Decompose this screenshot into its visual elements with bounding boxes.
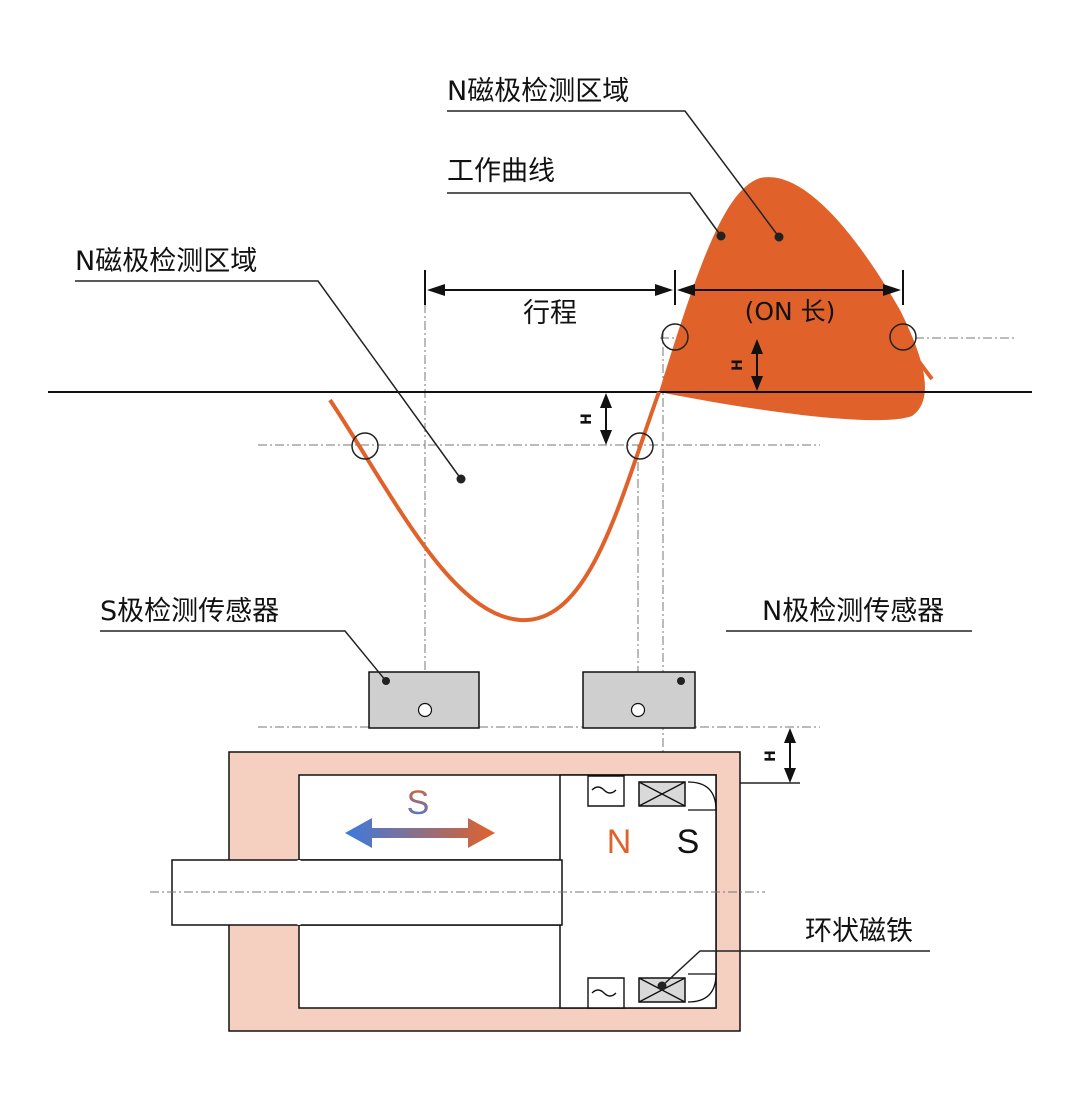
sensor-element-icon <box>417 702 433 718</box>
label-n-zone-top: N磁极检测区域 <box>447 76 629 107</box>
label-n-zone-left: N磁极检测区域 <box>75 246 257 277</box>
arrow-head <box>784 728 796 743</box>
h-label-lower: H <box>763 750 779 762</box>
wear-ring-top <box>687 781 717 811</box>
h-label-upper: H <box>730 359 746 371</box>
working-curve <box>328 391 661 623</box>
working-curve-tail <box>910 350 934 381</box>
leader-s-sensor <box>100 630 387 682</box>
sensor-element-icon <box>630 702 646 718</box>
label-work-curve: 工作曲线 <box>447 156 555 187</box>
switch-point-circle <box>889 323 917 351</box>
ring-magnet-cross-icon <box>638 781 686 807</box>
label-ring-magnet: 环状磁铁 <box>805 916 913 947</box>
piston-seal-bottom <box>587 977 625 1009</box>
h-label-middle: H <box>579 413 595 425</box>
leader-dot <box>774 232 784 242</box>
arrow-head <box>751 339 763 354</box>
leader-n-zone-left <box>75 280 462 480</box>
leader-dot <box>677 677 685 685</box>
label-stroke: 行程 <box>523 298 577 329</box>
piston-seal-top <box>587 775 625 807</box>
wear-ring-bottom <box>687 973 717 1003</box>
arrow-head <box>600 393 612 408</box>
label-s-sensor: S极检测传感器 <box>100 596 279 627</box>
label-n-sensor: N极检测传感器 <box>762 596 944 627</box>
leader-work-curve <box>447 192 722 237</box>
arrow-head <box>427 284 445 296</box>
label-on-length: (ON 长) <box>745 297 836 326</box>
leader-dot <box>716 231 726 241</box>
pole-label-s: S <box>677 823 700 861</box>
pole-label-s-arrow: S <box>407 784 430 822</box>
arrow-head <box>600 430 612 445</box>
switch-point-circle <box>661 323 689 351</box>
pole-label-n: N <box>607 823 632 861</box>
leader-n-zone-top <box>447 110 780 238</box>
n-pole-detection-region <box>659 177 925 421</box>
switch-point-circle <box>351 432 379 460</box>
switch-point-circle <box>626 432 654 460</box>
n-pole-sensor <box>582 671 696 729</box>
arrow-head <box>784 768 796 783</box>
arrow-head <box>751 376 763 391</box>
leader-dot <box>456 474 466 484</box>
leader-ring-magnet <box>661 950 930 987</box>
arrow-head <box>677 284 695 296</box>
arrow-head <box>655 284 673 296</box>
leader-dot <box>657 981 667 991</box>
arrow-head <box>883 284 901 296</box>
motion-direction-arrow <box>345 818 495 848</box>
